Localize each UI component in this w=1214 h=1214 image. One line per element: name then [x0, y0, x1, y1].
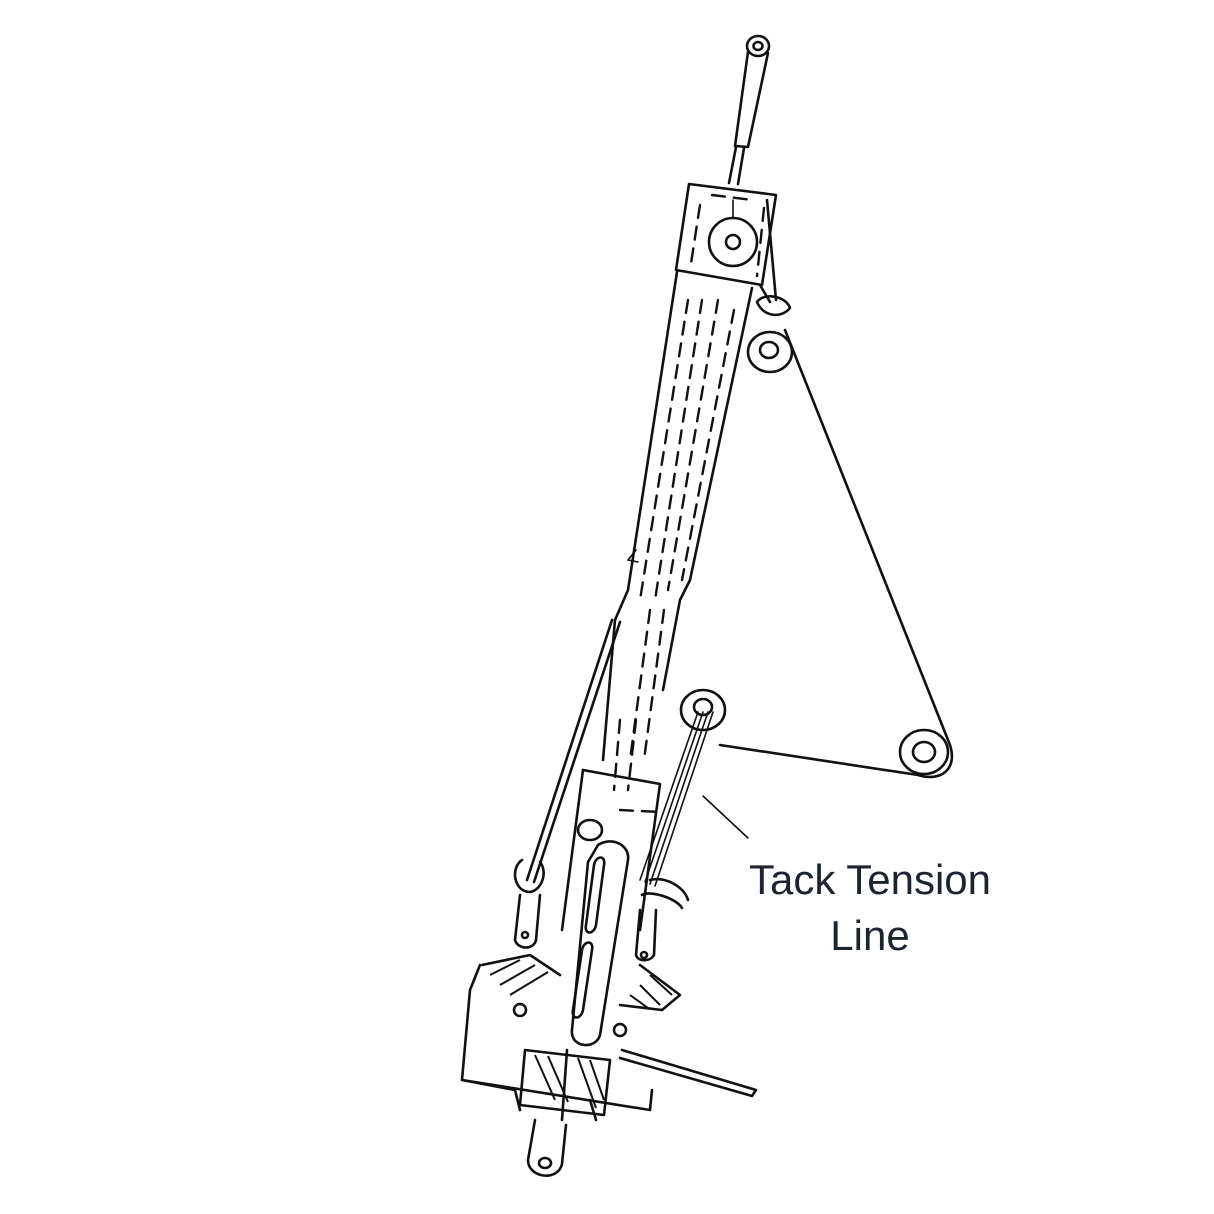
tack-ring	[639, 688, 727, 887]
right-shackle	[634, 877, 690, 962]
left-shackle	[513, 858, 545, 949]
left-shroud	[525, 618, 622, 884]
bottom-eye	[526, 1118, 568, 1177]
callout-pointer-line	[702, 795, 749, 839]
lever-arm	[618, 1048, 758, 1098]
head-shackle	[746, 198, 794, 374]
lower-fitting	[560, 768, 662, 932]
top-eye-fitting	[727, 34, 771, 186]
deck-plug	[518, 1048, 612, 1122]
sheave-box	[674, 182, 778, 287]
deck-base	[460, 953, 682, 1122]
label-line-2: Line	[830, 912, 910, 959]
upper-mast-tube	[601, 270, 754, 792]
sail-triangle	[718, 328, 954, 779]
tack-tension-line-label: Tack Tension Line	[735, 852, 1005, 964]
label-line-1: Tack Tension	[748, 856, 992, 903]
turnbuckle	[570, 840, 630, 1047]
